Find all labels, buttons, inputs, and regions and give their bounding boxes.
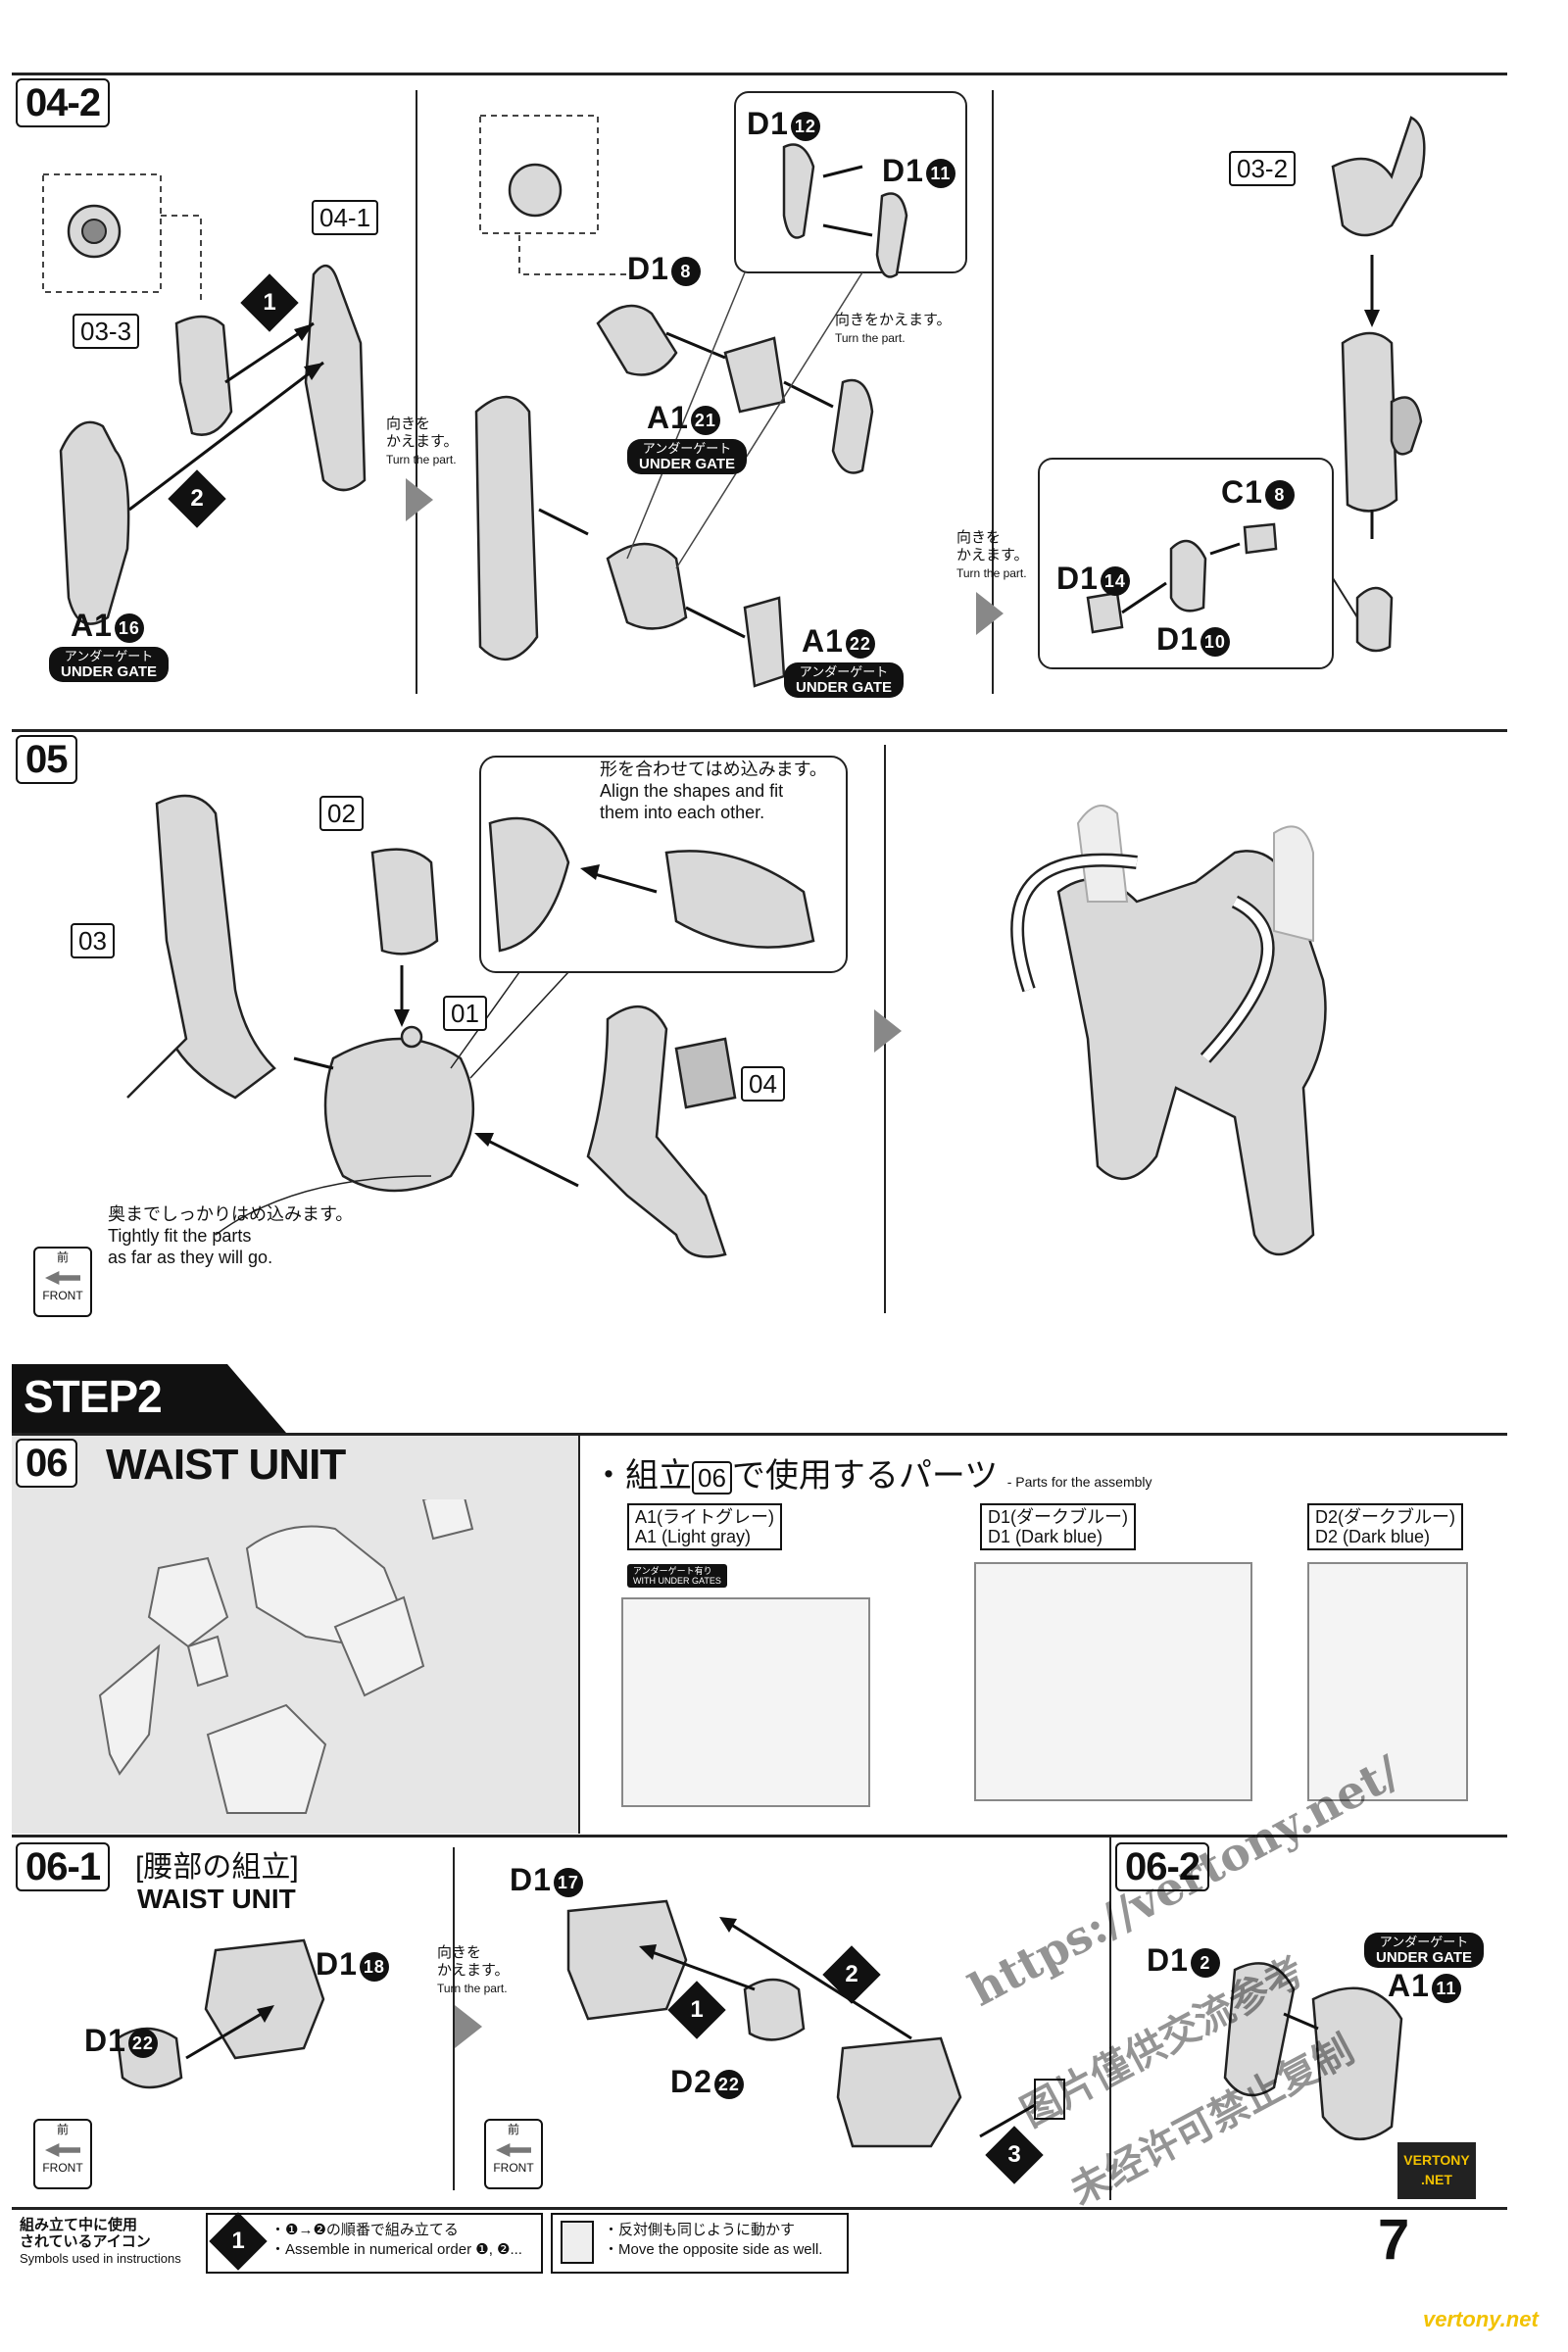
turn-note: 向きをかえます。Turn the part. (437, 1944, 510, 1995)
label-02: 02 (319, 796, 364, 831)
opposite-legend (551, 2213, 849, 2274)
section-tag-06-1: 06-1 (16, 1842, 111, 1891)
section-tag-06-2: 06-2 (1115, 1842, 1210, 1891)
next-arrow (874, 1009, 902, 1053)
label-03: 03 (71, 923, 115, 958)
order-legend-text: ・❶→❷の順番で組み立てる・Assemble in numerical orde… (270, 2222, 522, 2258)
step-number: 2 (190, 485, 204, 512)
step-number: 2 (845, 1961, 858, 1987)
step-number: 1 (231, 2228, 245, 2254)
runner-label-a1: A1(ライトグレー)A1 (Light gray) (627, 1503, 783, 1550)
turn-note: 向きをかえます。Turn the part. (835, 312, 952, 345)
top-border (12, 73, 1507, 75)
divider (992, 90, 994, 694)
page-number: 7 (1378, 2208, 1410, 2272)
divider (1109, 1838, 1111, 2200)
section-divider (12, 1835, 1507, 1838)
turn-note: 向きをかえます。Turn the part. (956, 529, 1029, 580)
step-number: 3 (1007, 2141, 1021, 2168)
section-divider (12, 729, 1507, 732)
section-tag-06: 06 (16, 1439, 77, 1488)
section-title-jp: [腰部の組立] (135, 1851, 299, 1884)
runner-label-d1: D1(ダークブルー)D1 (Dark blue) (980, 1503, 1136, 1550)
label-03-3: 03-3 (73, 314, 140, 349)
front-arrow-icon (45, 1271, 80, 1285)
label-01: 01 (443, 996, 487, 1031)
divider (453, 1847, 455, 2190)
runner-label-d2: D2(ダークブルー)D2 (Dark blue) (1307, 1503, 1463, 1550)
divider (416, 90, 417, 694)
label-04-1: 04-1 (312, 200, 379, 235)
label-03-2: 03-2 (1229, 151, 1297, 186)
section-04-2-illustration (42, 91, 1426, 688)
vertony-stamp: VERTONY.NET (1397, 2142, 1476, 2199)
front-arrow-icon (45, 2143, 80, 2157)
section-tag-04-2: 04-2 (16, 78, 111, 127)
front-arrow-icon (496, 2143, 531, 2157)
runner-d1 (974, 1562, 1252, 1801)
label-04: 04 (741, 1066, 785, 1102)
section-06-illustration (116, 1899, 1403, 2148)
section-title-en: WAIST UNIT (137, 1884, 296, 1914)
site-mark: vertony.net (1423, 2307, 1539, 2331)
step2-title: STEP2 (24, 1371, 163, 1422)
mirror-icon (561, 2221, 594, 2264)
next-arrow (455, 2005, 482, 2048)
section-divider (12, 1433, 1507, 1436)
section-tag-05: 05 (16, 735, 77, 784)
runner-d2 (1307, 1562, 1468, 1801)
footer-border (12, 2207, 1507, 2210)
waist-unit-illustration (98, 1499, 474, 1814)
turn-note: 向きをかえます。Turn the part. (386, 416, 459, 466)
section-05-illustration (126, 756, 1327, 1258)
opposite-legend-text: ・反対側も同じように動かす・Move the opposite side as … (604, 2222, 823, 2258)
step-number: 1 (690, 1996, 704, 2023)
divider (578, 1436, 580, 1834)
next-arrow (976, 592, 1004, 635)
step-number: 1 (263, 289, 276, 316)
order-legend (206, 2213, 543, 2274)
runner-a1 (621, 1597, 870, 1807)
next-arrow (406, 478, 433, 521)
waist-unit-title: WAIST UNIT (106, 1441, 346, 1489)
